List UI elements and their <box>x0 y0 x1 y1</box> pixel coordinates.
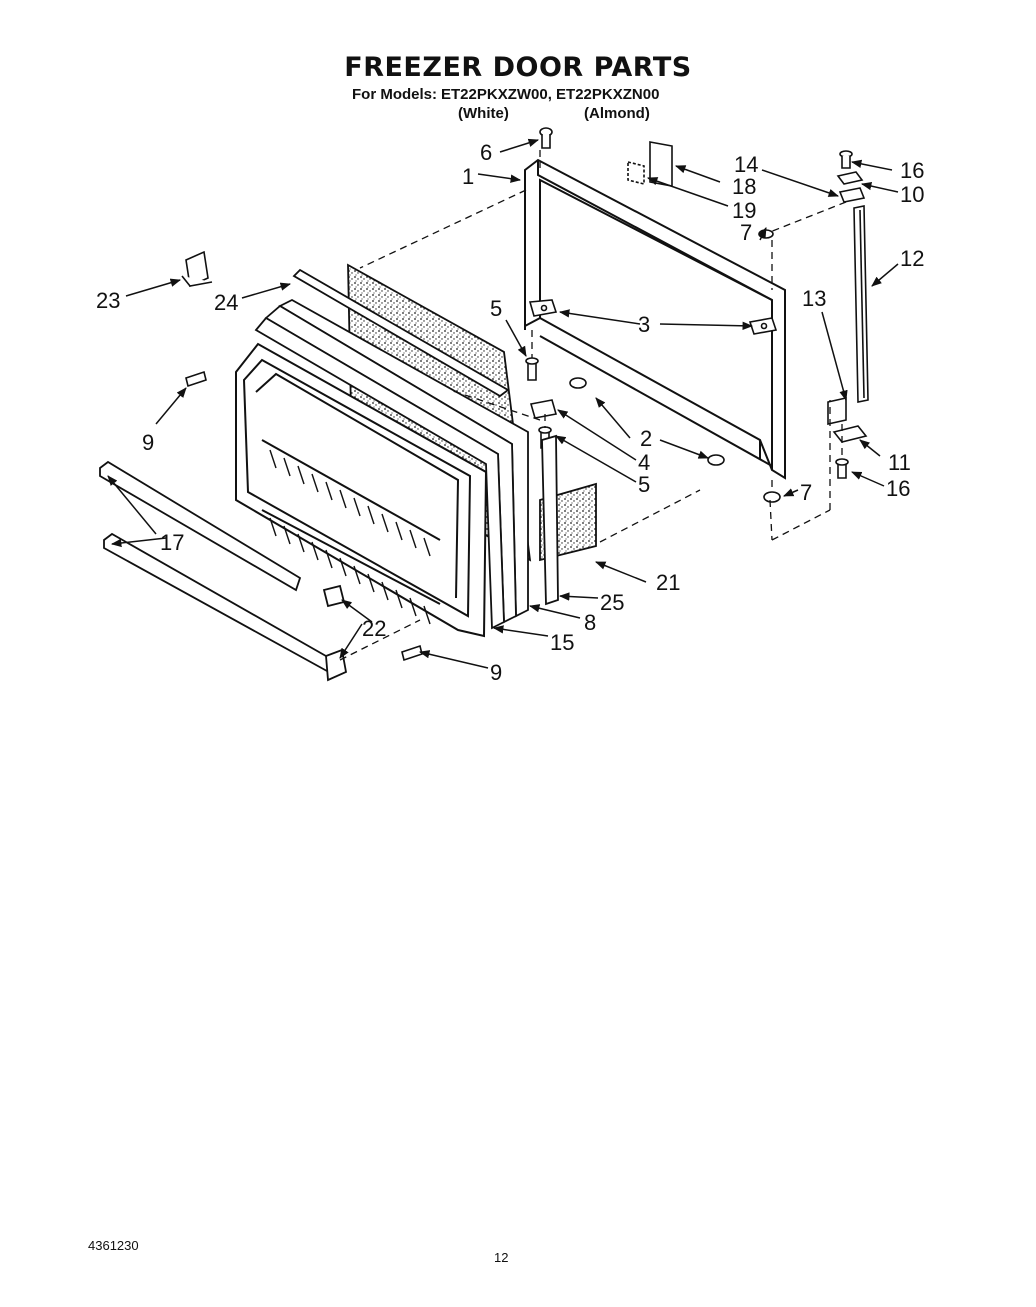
callout-11: 11 <box>888 450 911 475</box>
callout-23: 23 <box>96 288 120 313</box>
callout-14: 14 <box>734 152 758 177</box>
callout-leaders <box>107 138 899 669</box>
callout-numbers: 1 2 3 4 5 5 6 7 7 8 9 9 10 11 12 13 14 1… <box>96 140 924 685</box>
screw-6 <box>539 127 553 149</box>
callout-25: 25 <box>600 590 624 615</box>
callout-9-left: 9 <box>142 430 154 455</box>
callout-13: 13 <box>802 286 826 311</box>
door-frame <box>524 158 786 480</box>
callout-9-bottom: 9 <box>490 660 502 685</box>
callout-3: 3 <box>638 312 650 337</box>
screws-9 <box>185 370 423 662</box>
color-white-note: (White) <box>458 105 509 122</box>
hinge-brackets <box>528 299 778 335</box>
callout-1: 1 <box>462 164 474 189</box>
document-number: 4361230 <box>88 1238 139 1253</box>
models-list: ET22PKXZW00, ET22PKXZN00 <box>441 86 660 103</box>
clip-23 <box>181 250 213 288</box>
callout-21: 21 <box>656 570 680 595</box>
screws-5-and-pin-4 <box>525 357 558 449</box>
callout-10: 10 <box>900 182 924 207</box>
callout-19: 19 <box>732 198 756 223</box>
callout-2: 2 <box>640 426 652 451</box>
callout-15: 15 <box>550 630 574 655</box>
callout-18: 18 <box>732 174 756 199</box>
trim-strip-12 <box>853 205 869 403</box>
models-line: For Models:ET22PKXZW00, ET22PKXZN00 <box>352 86 659 103</box>
shelf-ribs <box>269 449 431 625</box>
callout-22: 22 <box>362 616 386 641</box>
shelf-rails <box>99 460 348 682</box>
callout-7-upper: 7 <box>740 220 752 245</box>
door-liner <box>235 342 488 638</box>
page-number: 12 <box>494 1250 509 1265</box>
callout-5-lower: 5 <box>638 472 650 497</box>
callout-12: 12 <box>900 246 924 271</box>
callout-16-upper: 16 <box>900 158 924 183</box>
callout-17: 17 <box>160 530 184 555</box>
callout-4: 4 <box>638 450 650 475</box>
color-almond-note: (Almond) <box>584 105 650 122</box>
callout-8: 8 <box>584 610 596 635</box>
callout-24: 24 <box>214 290 238 315</box>
gasket-layers <box>254 268 559 630</box>
assembly-lines <box>339 150 847 661</box>
page-title: FREEZER DOOR PARTS <box>344 52 692 83</box>
callout-7-lower: 7 <box>800 480 812 505</box>
callout-16-lower: 16 <box>886 476 910 501</box>
callout-6: 6 <box>480 140 492 165</box>
callout-5-upper: 5 <box>490 296 502 321</box>
models-label: For Models: <box>352 86 437 103</box>
